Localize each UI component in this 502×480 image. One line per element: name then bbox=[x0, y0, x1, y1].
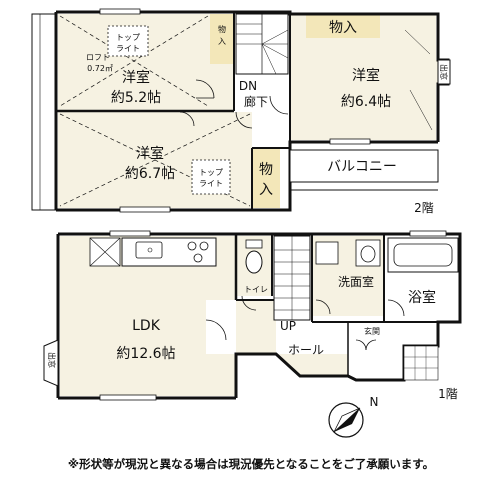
balcony-rail bbox=[289, 149, 439, 183]
loft-label: ロフト bbox=[86, 53, 110, 62]
closet-3-line1: 物 bbox=[259, 162, 273, 178]
western-room-2-name: 洋室 bbox=[352, 67, 380, 84]
skylight-2-line1: トップ bbox=[199, 168, 223, 177]
closet-3-line2: 入 bbox=[259, 182, 273, 198]
bay-window-2f bbox=[437, 59, 451, 85]
floor-2: トップ ライト ロフト 0.72㎡ 洋室 約5.2帖 物 入 DN 廊下 物入 … bbox=[31, 8, 451, 215]
balcony-left bbox=[31, 13, 57, 211]
compass-north-label: N bbox=[370, 395, 379, 409]
toilet-fixture bbox=[245, 250, 263, 274]
entrance-tiles bbox=[403, 345, 439, 381]
skylight-2-line2: ライト bbox=[199, 179, 223, 188]
western-room-1-name: 洋室 bbox=[122, 69, 150, 86]
ldk-size: 約12.6帖 bbox=[116, 346, 175, 362]
western-room-2-size: 約6.4帖 bbox=[341, 94, 391, 110]
hall-1f-line1: UP bbox=[280, 319, 296, 333]
bay-window-1f-label: 出窓 bbox=[47, 352, 57, 368]
closet-1-line2: 入 bbox=[218, 37, 226, 46]
western-room-3-size: 約6.7帖 bbox=[125, 166, 175, 182]
footnote: ※形状等が現況と異なる場合は現況優先となることをご了承願います。 bbox=[67, 457, 435, 471]
entrance-label: 玄関 bbox=[364, 326, 380, 336]
skylight-2 bbox=[191, 159, 231, 195]
washroom-label: 洗面室 bbox=[338, 274, 374, 289]
ldk-name: LDK bbox=[132, 318, 161, 334]
skylight-1-line1: トップ bbox=[116, 33, 140, 42]
bathroom-label: 浴室 bbox=[408, 289, 436, 306]
bay-window-2f-label: 出窓 bbox=[439, 64, 449, 80]
skylight-1-line2: ライト bbox=[116, 44, 140, 53]
floor-2-label: 2階 bbox=[414, 200, 434, 215]
closet-2-fill bbox=[306, 14, 380, 38]
hall-2f-line2: 廊下 bbox=[244, 94, 268, 109]
ldk-floor bbox=[60, 236, 236, 396]
closet-1-line1: 物 bbox=[218, 24, 226, 34]
loft-height: 0.72㎡ bbox=[87, 64, 113, 73]
stove-burner bbox=[187, 241, 197, 251]
floor-1-label: 1階 bbox=[438, 386, 458, 401]
bay-window-1f bbox=[43, 339, 59, 387]
hall-1f-line2: ホール bbox=[288, 343, 324, 357]
western-room-1-size: 約5.2帖 bbox=[111, 90, 161, 106]
closet-1-fill bbox=[210, 14, 234, 64]
closet-3-fill bbox=[253, 148, 280, 208]
kitchen-sink bbox=[135, 241, 163, 259]
compass-icon: N bbox=[328, 395, 379, 438]
floor-1: LDK 約12.6帖 出窓 トイレ 洗面室 浴室 玄関 UP ホール 1階 bbox=[43, 230, 462, 401]
balcony-label: バルコニー bbox=[327, 159, 397, 175]
closet-2-label: 物入 bbox=[329, 20, 357, 36]
western-room-2-floor bbox=[290, 14, 446, 140]
washing-machine-space bbox=[315, 241, 339, 265]
hall-1f-floor bbox=[236, 300, 348, 376]
hall-2f-line1: DN bbox=[239, 79, 257, 93]
skylight-1 bbox=[107, 25, 149, 57]
toilet-label: トイレ bbox=[244, 285, 268, 294]
western-room-3-name: 洋室 bbox=[136, 145, 164, 162]
